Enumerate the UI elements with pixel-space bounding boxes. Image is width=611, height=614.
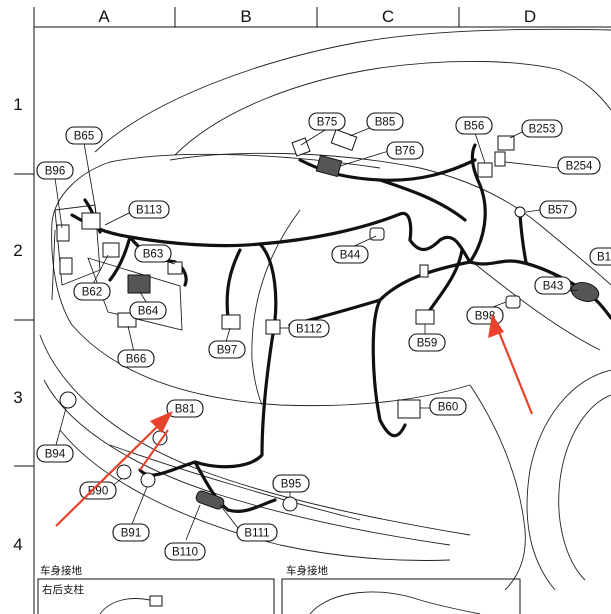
label-b64: B64 bbox=[129, 301, 167, 320]
column-label-a: A bbox=[98, 7, 110, 26]
label-b110: B110 bbox=[164, 542, 206, 561]
label-b254: B254 bbox=[557, 156, 601, 175]
svg-text:B94: B94 bbox=[45, 449, 66, 461]
row-label-1: 1 bbox=[13, 95, 22, 114]
svg-text:B113: B113 bbox=[136, 205, 162, 217]
svg-text:B254: B254 bbox=[566, 161, 593, 173]
svg-text:B65: B65 bbox=[74, 131, 94, 143]
caption-right-rear-pillar: 右后支柱 bbox=[42, 583, 84, 596]
label-b63: B63 bbox=[134, 244, 172, 263]
main-harness bbox=[70, 143, 611, 513]
row-label-4: 4 bbox=[13, 535, 22, 554]
row-label-2: 2 bbox=[13, 241, 22, 260]
svg-text:B59: B59 bbox=[417, 338, 437, 350]
grid-frame bbox=[14, 7, 611, 614]
svg-text:B63: B63 bbox=[143, 249, 163, 261]
annotation-arrows bbox=[55, 314, 534, 527]
svg-text:B253: B253 bbox=[529, 124, 556, 136]
svg-text:B60: B60 bbox=[438, 402, 458, 414]
connector-labels: B65 B96 B113 B63 B62 B64 B66 B75 B85 B76… bbox=[36, 112, 611, 561]
svg-text:B66: B66 bbox=[126, 354, 146, 366]
svg-text:B44: B44 bbox=[340, 250, 361, 262]
svg-text:B95: B95 bbox=[281, 479, 301, 491]
column-label-b: B bbox=[240, 7, 251, 26]
label-b44: B44 bbox=[331, 245, 369, 264]
label-b95: B95 bbox=[272, 474, 310, 493]
label-b59: B59 bbox=[408, 333, 446, 352]
svg-text:B96: B96 bbox=[45, 166, 65, 178]
connector-plugs bbox=[56, 129, 600, 512]
label-b75: B75 bbox=[308, 112, 346, 131]
label-b91: B91 bbox=[112, 523, 150, 542]
label-b65: B65 bbox=[65, 126, 103, 145]
svg-text:B85: B85 bbox=[375, 117, 395, 129]
label-b60: B60 bbox=[429, 397, 467, 416]
label-b97: B97 bbox=[208, 340, 246, 359]
svg-text:B64: B64 bbox=[138, 306, 159, 318]
label-b10-partial: B10 bbox=[589, 247, 611, 266]
label-b111: B111 bbox=[236, 523, 278, 542]
column-label-c: C bbox=[382, 7, 394, 26]
label-b43: B43 bbox=[534, 276, 572, 295]
caption-body-ground-right: 车身接地 bbox=[286, 564, 328, 577]
svg-text:B81: B81 bbox=[175, 404, 195, 416]
svg-text:B91: B91 bbox=[121, 528, 141, 540]
svg-text:B111: B111 bbox=[244, 528, 269, 540]
label-b57: B57 bbox=[539, 200, 577, 219]
svg-text:B110: B110 bbox=[172, 547, 198, 559]
svg-text:B56: B56 bbox=[464, 121, 484, 133]
label-b66: B66 bbox=[117, 349, 155, 368]
column-label-d: D bbox=[524, 7, 536, 26]
label-b253: B253 bbox=[521, 119, 563, 138]
label-b81: B81 bbox=[166, 399, 204, 418]
label-b96: B96 bbox=[36, 161, 74, 180]
bottom-insets: 车身接地 右后支柱 车身接地 bbox=[37, 564, 521, 614]
svg-text:B98: B98 bbox=[475, 311, 495, 323]
svg-text:B62: B62 bbox=[82, 287, 102, 299]
svg-text:B112: B112 bbox=[296, 324, 322, 336]
svg-text:B75: B75 bbox=[317, 117, 337, 129]
label-b56: B56 bbox=[455, 116, 493, 135]
svg-text:B76: B76 bbox=[395, 146, 415, 158]
label-b94: B94 bbox=[36, 444, 74, 463]
label-b112: B112 bbox=[288, 319, 330, 338]
svg-text:B97: B97 bbox=[217, 345, 237, 357]
row-label-3: 3 bbox=[13, 388, 22, 407]
label-b76: B76 bbox=[386, 141, 424, 160]
label-b98: B98 bbox=[466, 306, 504, 325]
svg-text:B57: B57 bbox=[548, 205, 568, 217]
svg-text:B43: B43 bbox=[543, 281, 563, 293]
label-b113: B113 bbox=[128, 200, 170, 219]
label-b62: B62 bbox=[73, 282, 111, 301]
caption-body-ground-left: 车身接地 bbox=[40, 564, 82, 577]
svg-text:B10: B10 bbox=[597, 252, 611, 264]
label-b85: B85 bbox=[366, 112, 404, 131]
